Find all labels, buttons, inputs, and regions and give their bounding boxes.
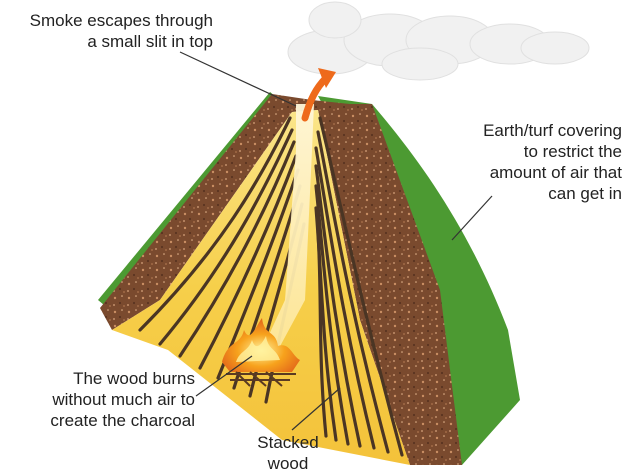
label-earth-turf: Earth/turf covering to restrict the amou… <box>440 120 622 204</box>
label-earth-line-2: to restrict the <box>440 141 622 162</box>
smoke-cloud <box>288 2 589 80</box>
label-wood-burns: The wood burns without much air to creat… <box>10 368 195 431</box>
label-earth-line-4: can get in <box>440 183 622 204</box>
label-earth-line-3: amount of air that <box>440 162 622 183</box>
label-wood-line-2: wood <box>238 453 338 474</box>
label-stacked-wood: Stacked wood <box>238 432 338 474</box>
label-smoke-escapes: Smoke escapes through a small slit in to… <box>8 10 213 52</box>
leader-line-smoke <box>180 52 296 106</box>
label-earth-line-1: Earth/turf covering <box>440 120 622 141</box>
label-burn-line-2: without much air to <box>10 389 195 410</box>
label-wood-line-1: Stacked <box>238 432 338 453</box>
label-burn-line-1: The wood burns <box>10 368 195 389</box>
label-smoke-line-1: Smoke escapes through <box>8 10 213 31</box>
label-smoke-line-2: a small slit in top <box>8 31 213 52</box>
label-burn-line-3: create the charcoal <box>10 410 195 431</box>
